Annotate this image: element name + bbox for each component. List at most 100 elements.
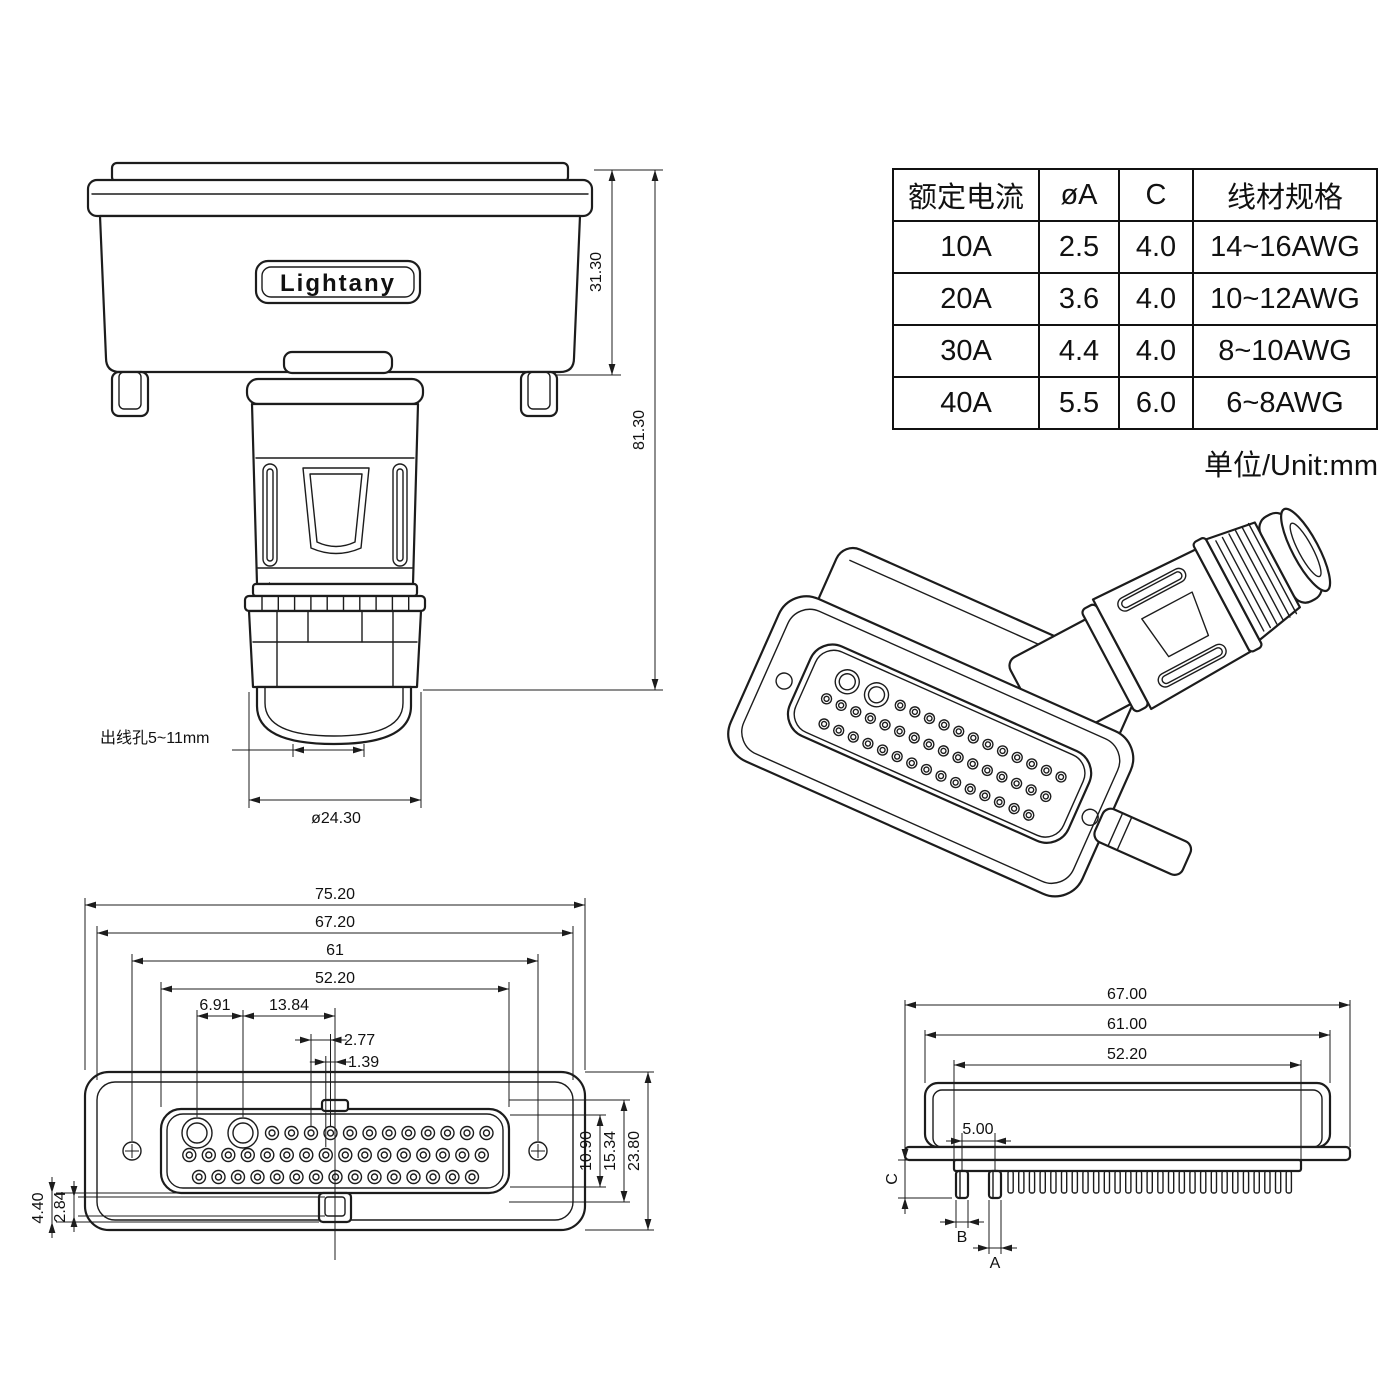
- screw-hole: [122, 1141, 142, 1161]
- face-view-dimensions: [48, 898, 654, 1260]
- pin: [240, 1147, 256, 1163]
- pin: [938, 719, 950, 731]
- pin-core: [429, 1173, 437, 1181]
- pin-core: [253, 1173, 262, 1181]
- dim-arrow: [620, 1191, 628, 1202]
- pin: [894, 699, 906, 712]
- pin: [1221, 1170, 1228, 1194]
- pin-core: [893, 753, 901, 760]
- col-header-c: C: [1118, 168, 1194, 222]
- dim-arrow: [161, 985, 172, 993]
- front-view: Lightany: [86, 161, 663, 827]
- spec-cell: 2.5: [1038, 220, 1120, 274]
- dim-arrow: [1339, 1001, 1350, 1009]
- dim-arrow: [330, 1036, 342, 1044]
- power-contact: [863, 682, 890, 708]
- pin-core: [999, 747, 1006, 755]
- pin-core: [925, 741, 933, 748]
- pin: [923, 738, 935, 751]
- col-header-phi-a: øA: [1038, 168, 1120, 222]
- dim-insert-height: 15.34: [602, 1131, 619, 1171]
- gland-opening: [1280, 507, 1332, 593]
- pin: [981, 764, 994, 777]
- pin: [1146, 1170, 1153, 1194]
- pin-core: [984, 767, 991, 774]
- pin-core: [937, 772, 945, 780]
- logo-plate: [254, 259, 422, 305]
- dim-arrow: [85, 901, 96, 909]
- dim-arrow: [901, 1149, 909, 1160]
- dim-arrow: [1319, 1031, 1330, 1039]
- pin-core: [1057, 773, 1065, 781]
- pin: [996, 771, 1008, 783]
- pin-core: [998, 773, 1006, 781]
- power-pin-a: [987, 1169, 1003, 1200]
- pin: [264, 1125, 280, 1141]
- pin: [1082, 1170, 1089, 1194]
- dim-arrow: [1001, 1244, 1012, 1252]
- pin-core: [1013, 754, 1021, 761]
- dim-arrow: [954, 1061, 965, 1069]
- pin-core: [292, 1173, 301, 1181]
- dim-arrow: [527, 957, 538, 965]
- spec-cell: 4.0: [1118, 220, 1194, 274]
- power-contact: [227, 1117, 259, 1149]
- rib-line: [1215, 540, 1265, 632]
- front-view-dimensions: [232, 169, 663, 808]
- gland-ribs: [1215, 522, 1298, 632]
- dim-gland-diameter: ø24.30: [311, 810, 361, 827]
- pin: [879, 719, 891, 731]
- spec-cell: 10A: [892, 220, 1040, 274]
- pin: [474, 1147, 489, 1163]
- pin-core: [864, 740, 872, 747]
- pin-core: [195, 1173, 203, 1181]
- dim-arrow: [498, 985, 509, 993]
- pin: [1011, 751, 1023, 764]
- dim-overall-width: 75.20: [315, 886, 355, 903]
- pin-core: [439, 1151, 447, 1159]
- pin-core: [981, 792, 989, 799]
- pin: [435, 1147, 450, 1163]
- pin-core: [263, 1151, 271, 1159]
- pin: [279, 1147, 294, 1163]
- pin-core: [908, 759, 915, 767]
- pin: [269, 1169, 285, 1185]
- pin-core: [424, 1129, 432, 1137]
- pin-core: [850, 733, 857, 741]
- pin-core: [881, 721, 889, 729]
- pin-core: [351, 1173, 359, 1181]
- pin-array: [182, 1125, 494, 1185]
- pin-core: [1042, 793, 1049, 800]
- pin-core: [952, 779, 959, 786]
- pin: [1135, 1170, 1143, 1194]
- pin: [909, 706, 921, 718]
- pin-core: [409, 1173, 418, 1181]
- spec-row: 20A 3.6 4.0 10~12AWG: [892, 272, 1378, 326]
- spec-cell: 4.0: [1118, 324, 1194, 378]
- dim-arrow: [314, 1058, 326, 1066]
- lock-ring: [251, 582, 419, 598]
- pin: [1025, 784, 1037, 796]
- dim-arrow: [410, 796, 421, 804]
- pin-core: [458, 1151, 466, 1159]
- pin: [967, 758, 979, 770]
- connector-front-outline: Lightany: [86, 161, 594, 746]
- spec-cell: 8~10AWG: [1192, 324, 1378, 378]
- pin-core: [273, 1173, 281, 1181]
- pin-core: [852, 708, 859, 716]
- dim-big-pin-to-center: 13.84: [269, 997, 309, 1014]
- col-header-rated-current: 额定电流: [892, 168, 1040, 222]
- dim-arrow: [596, 1115, 604, 1126]
- pin-core: [970, 734, 977, 742]
- dim-arrow: [324, 1012, 335, 1020]
- pin-core: [1043, 767, 1050, 774]
- label-c: C: [884, 1173, 901, 1185]
- pin-core: [967, 785, 974, 793]
- gland-dome: [255, 685, 413, 746]
- pin-core: [835, 727, 842, 734]
- pin: [952, 751, 964, 764]
- pin: [953, 725, 965, 738]
- dim-arrow: [651, 170, 659, 181]
- dim-total-height: 81.30: [631, 410, 648, 450]
- pin-core: [1013, 780, 1020, 787]
